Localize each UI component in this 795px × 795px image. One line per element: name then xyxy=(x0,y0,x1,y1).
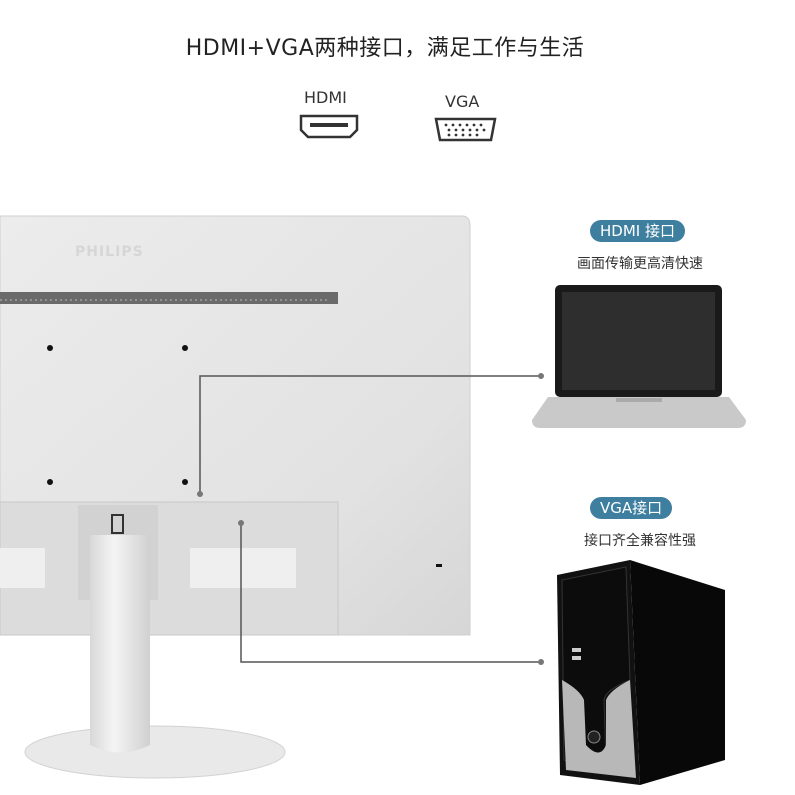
desktop-tower-image xyxy=(557,560,725,785)
hdmi-badge: HDMI 接口 xyxy=(590,220,685,242)
brand-logo: PHILIPS xyxy=(75,244,144,260)
hdmi-description: 画面传输更高清快速 xyxy=(577,256,703,272)
vga-description: 接口齐全兼容性强 xyxy=(584,533,696,549)
connector-lines xyxy=(199,375,541,663)
monitor-back xyxy=(0,215,471,779)
vga-badge: VGA接口 xyxy=(590,497,673,519)
vga-port-icon xyxy=(434,117,497,142)
page-title: HDMI+VGA两种接口，满足工作与生活 xyxy=(185,36,585,61)
vga-label: VGA xyxy=(445,92,480,111)
hdmi-label: HDMI xyxy=(304,88,347,107)
hdmi-port-icon xyxy=(299,114,359,139)
laptop-image xyxy=(532,285,746,428)
